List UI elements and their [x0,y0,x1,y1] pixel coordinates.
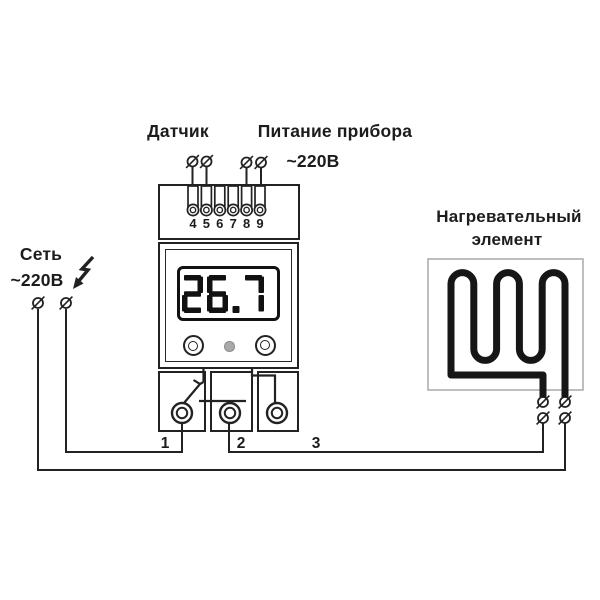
top-terminal-number: 8 [242,216,251,231]
right-button [254,334,276,356]
wire-end-icon [185,154,200,169]
right-button-cap [260,340,270,350]
seven-segment-display [182,275,264,313]
high-voltage-icon [73,255,95,289]
power-label-line2: ~220В [286,151,340,171]
heater-label-line2: элемент [471,230,543,249]
device-front-panel [158,242,299,369]
power-wires [245,168,262,186]
wire-end-icon [239,155,254,170]
top-terminal-number: 7 [229,216,237,231]
top-terminal-number: 9 [256,216,264,231]
heater-label-line1: Нагревательный [436,207,582,226]
bottom-terminal-block-1 [158,371,206,432]
wire-end-icon [557,394,573,410]
heater-box [427,258,584,391]
left-button [182,335,204,356]
load-wire [228,423,544,453]
wire-end-icon [58,295,74,311]
wire-end-icon [199,154,214,169]
bottom-terminal-block-2 [210,371,253,432]
heater-coil [447,269,569,397]
wire-end-icon [253,155,269,170]
front-panel-inner-frame [165,249,292,362]
sensor-label: Датчик [147,121,209,141]
status-led [224,341,235,352]
bottom-terminal-number: 3 [311,435,321,452]
bottom-terminal-number: 2 [236,435,246,452]
left-button-cap [188,340,198,351]
wire-end-icons [30,154,573,426]
top-terminal-number: 4 [189,216,197,231]
mains-wires [37,309,566,471]
sensor-wires [191,167,208,186]
bottom-terminal-number: 1 [160,435,170,452]
wire-end-icon [535,410,551,426]
device-top-terminal-box [158,184,300,240]
wire-end-icon [557,410,573,426]
wire-end-icon [30,295,46,311]
wire-end-icon [535,394,551,410]
mains-label-line2: ~220В [10,270,64,290]
top-terminal-number: 5 [202,216,211,231]
bottom-terminal-block-3 [257,371,299,432]
top-terminal-number: 6 [216,216,224,231]
mains-label-line1: Сеть [19,244,63,264]
lcd-display [177,266,280,321]
power-label-line1: Питание прибора [257,121,413,141]
